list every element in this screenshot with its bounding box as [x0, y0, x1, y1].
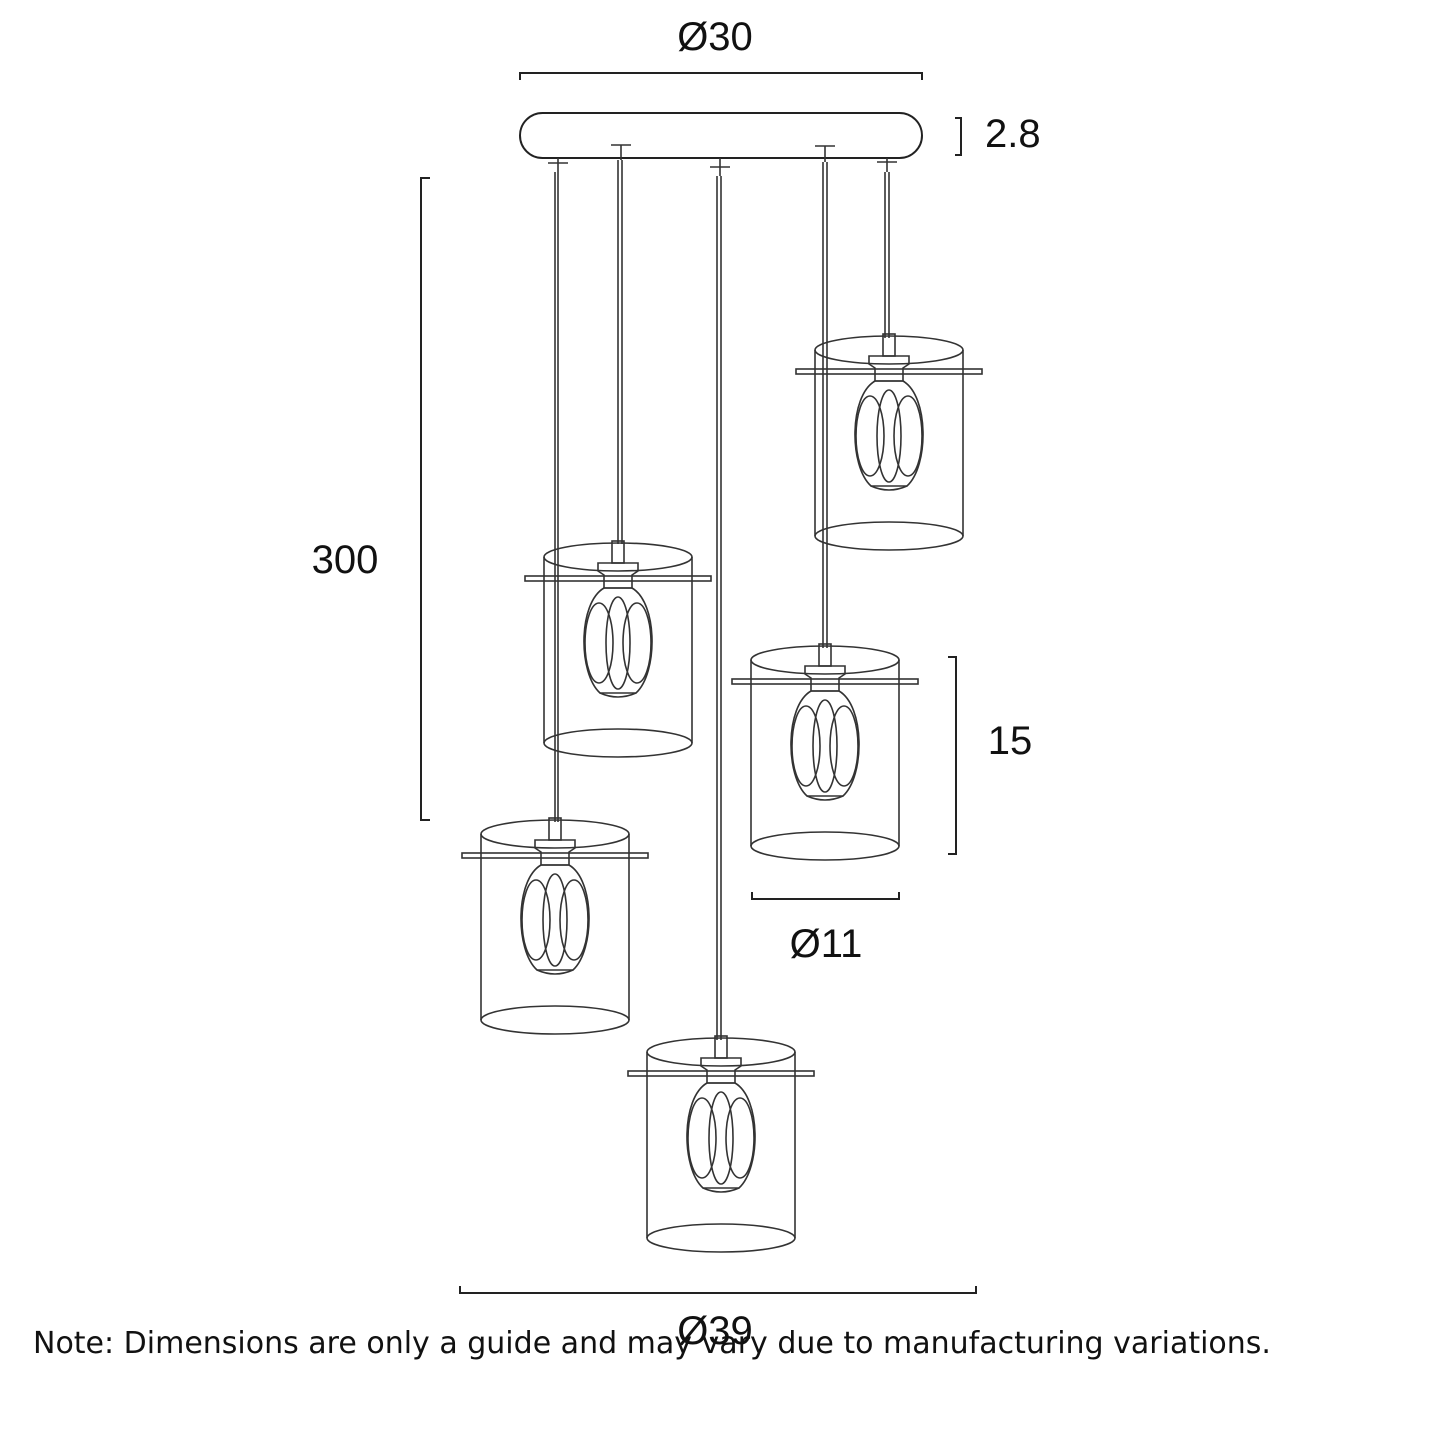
canopy-height-dimension: 2.8: [955, 112, 1041, 156]
shade-diameter-dimension: Ø11: [751, 892, 900, 966]
shade-height-dimension: 15: [948, 656, 1033, 855]
canopy: [519, 112, 923, 176]
suspension-cords: [554, 160, 890, 1040]
overall-diameter-dimension: Ø39: [459, 1286, 977, 1353]
drop-height-dimension: 300: [312, 177, 430, 821]
pendant-shade-1: [795, 333, 983, 551]
canopy-diameter-label: Ø30: [677, 15, 753, 59]
disclaimer-note: Note: Dimensions are only a guide and ma…: [33, 1326, 1271, 1361]
canopy-diameter-dimension: Ø30: [519, 15, 923, 80]
pendant-shade-4: [461, 817, 649, 1035]
canopy-height-label: 2.8: [985, 112, 1041, 156]
overall-diameter-label: Ø39: [677, 1309, 753, 1353]
pendant-shade-2: [524, 540, 712, 758]
shade-height-label: 15: [988, 719, 1033, 763]
drop-height-label: 300: [312, 538, 379, 582]
shade-diameter-label: Ø11: [790, 922, 863, 966]
pendant-shade-5: [627, 1035, 815, 1253]
pendant-shade-3: [731, 643, 919, 861]
